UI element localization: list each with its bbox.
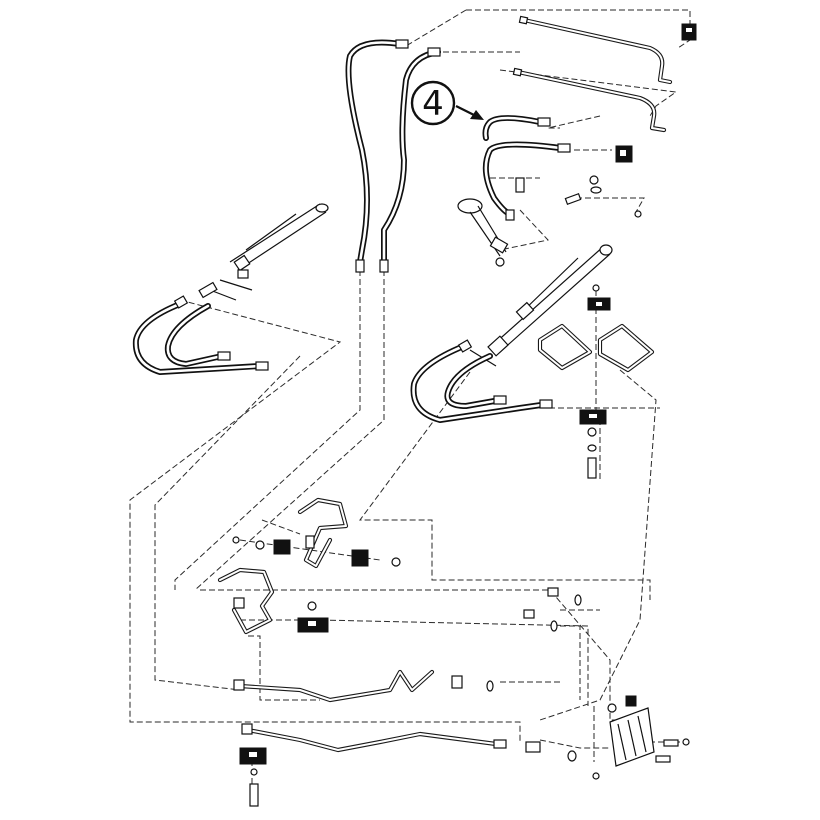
right-hydraulic-cylinder [469,244,613,367]
right-cylinder-hoses [410,339,553,423]
bottom-clamp-bolt [239,747,267,807]
callout-4-label: 4 [422,84,444,124]
callout-4-circle [410,80,456,126]
upper-right-clamps [564,23,697,218]
middle-bent-tubes [232,497,401,569]
upper-right-bent-tubes [537,284,655,479]
lower-long-tubes [233,587,582,753]
control-valve-block [525,695,690,780]
lower-left-bent-tubes [217,567,329,635]
callout-4-hoses [482,115,571,221]
upper-steel-tubes [512,15,673,133]
left-hydraulic-cylinder [198,203,329,301]
left-cylinder-hoses [132,295,269,375]
arrow-right-icon [455,105,484,120]
callout-4-group: 4 [410,80,484,126]
long-vertical-hoses [345,39,441,273]
dashed-connection-lines [129,9,691,800]
small-cylinder-assembly [457,198,509,267]
